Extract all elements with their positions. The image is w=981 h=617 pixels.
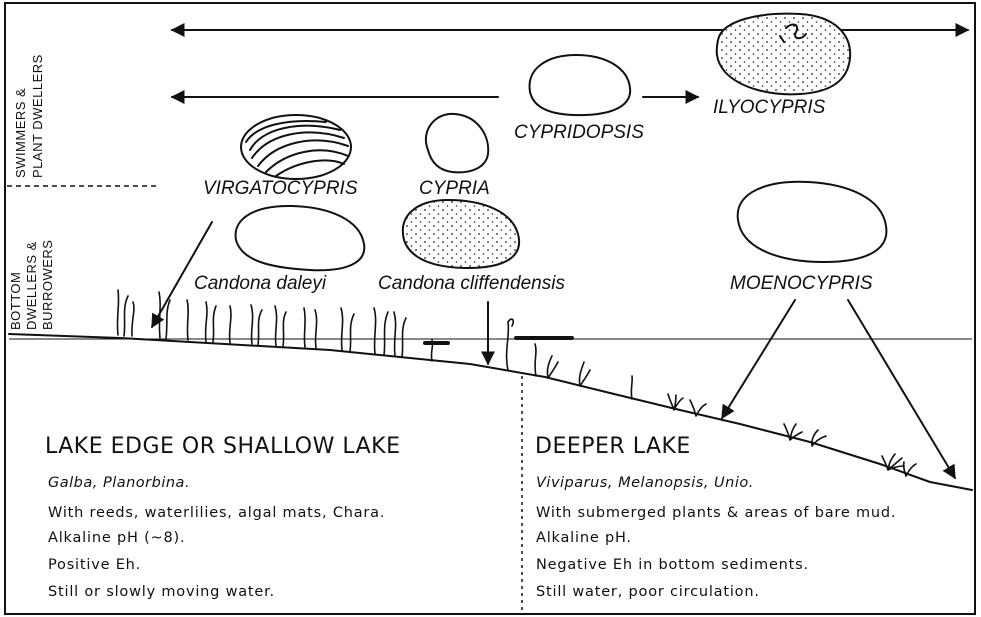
shallow-lake-line-3: Positive Eh. xyxy=(48,557,141,573)
diagram-frame xyxy=(5,3,975,614)
deeper-lake-description: DEEPER LAKE Viviparus, Melanopsis, Unio.… xyxy=(535,434,896,600)
ilyocypris-label: ILYOCYPRIS xyxy=(713,97,826,118)
cypria-label: CYPRIA xyxy=(419,178,490,199)
shallow-lake-line-4: Still or slowly moving water. xyxy=(48,584,275,600)
deeper-lake-line-2: Alkaline pH. xyxy=(536,530,632,546)
swimmers-label-line1: SWIMMERS & xyxy=(13,88,28,178)
moenocypris-to-slope-arrow xyxy=(722,300,795,418)
deeper-lake-line-3: Negative Eh in bottom sediments. xyxy=(536,557,809,573)
bottom-label-line2: DWELLERS & xyxy=(24,241,39,330)
deeper-lake-line-4: Still water, poor circulation. xyxy=(536,584,760,600)
shallow-lake-description: LAKE EDGE OR SHALLOW LAKE Galba, Planorb… xyxy=(45,434,401,600)
cypria-shell-icon xyxy=(426,114,488,173)
virgatocypris-shell-icon xyxy=(241,115,351,179)
candona-cliffendensis-shell-icon xyxy=(403,200,519,268)
bottom-label-line3: BURROWERS xyxy=(40,240,55,330)
shallow-lake-line-1: With reeds, waterlilies, algal mats, Cha… xyxy=(48,505,385,521)
shallow-lake-fauna: Galba, Planorbina. xyxy=(48,475,190,491)
deeper-lake-fauna: Viviparus, Melanopsis, Unio. xyxy=(536,475,754,491)
swimmers-label-line2: PLANT DWELLERS xyxy=(30,54,45,178)
deeper-lake-line-1: With submerged plants & areas of bare mu… xyxy=(536,505,896,521)
zone-label-swimmers: SWIMMERS & PLANT DWELLERS xyxy=(13,54,45,178)
cypridopsis-label: CYPRIDOPSIS xyxy=(514,122,644,143)
virgatocypris-label: VIRGATOCYPRIS xyxy=(203,178,358,199)
candona-daleyi-shell-icon xyxy=(236,206,365,270)
bottom-label-line1: BOTTOM xyxy=(8,272,23,330)
moenocypris-to-deep-arrow xyxy=(848,300,955,478)
shallow-lake-line-2: Alkaline pH (~8). xyxy=(48,530,185,546)
lake-bottom-profile xyxy=(9,334,972,490)
moenocypris-label: MOENOCYPRIS xyxy=(730,273,873,294)
candona-daleyi-label: Candona daleyi xyxy=(194,273,327,294)
candona-cliffendensis-label: Candona cliffendensis xyxy=(378,273,565,294)
ilyocypris-shell-icon xyxy=(717,14,850,95)
shallow-lake-heading: LAKE EDGE OR SHALLOW LAKE xyxy=(45,434,401,459)
zone-label-bottom-dwellers: BOTTOM DWELLERS & BURROWERS xyxy=(8,240,55,330)
moenocypris-shell-icon xyxy=(738,182,887,262)
cypridopsis-shell-icon xyxy=(530,55,631,115)
deeper-lake-heading: DEEPER LAKE xyxy=(535,434,691,459)
